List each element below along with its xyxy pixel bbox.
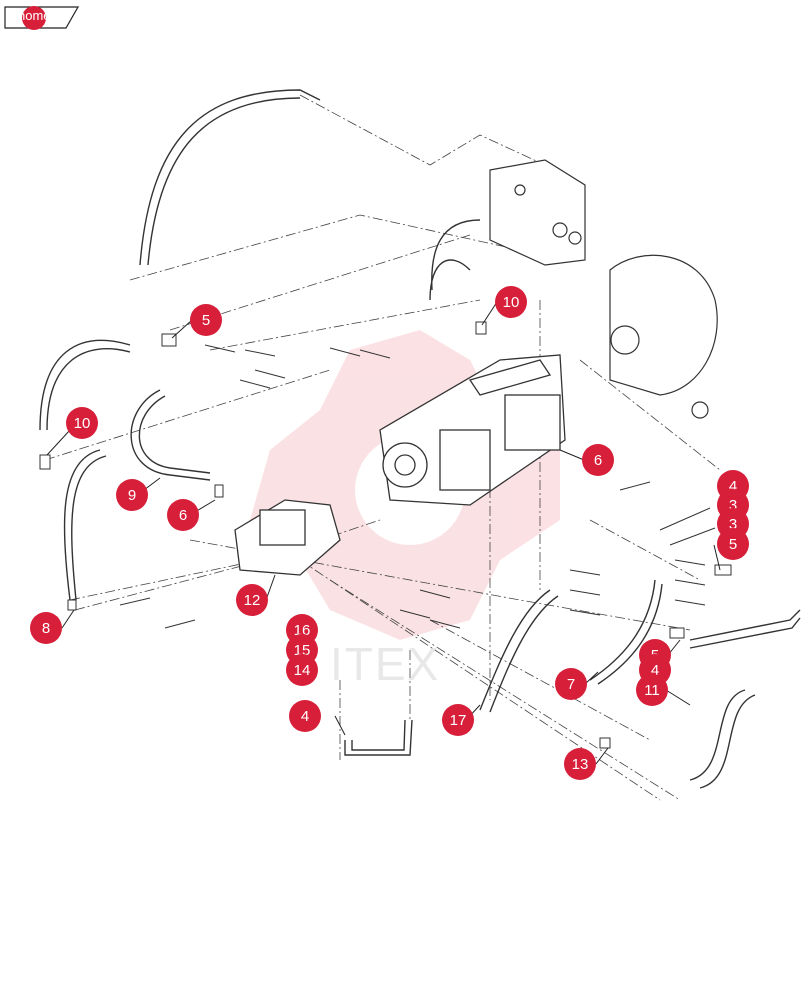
callout-number: 11 (644, 682, 660, 699)
callout-number: 4 (729, 478, 737, 495)
callout-group: 5101096681216151441771354114335 (30, 286, 749, 780)
callout-number: 5 (729, 536, 737, 553)
callout-circle[interactable] (564, 748, 596, 780)
callout-13[interactable]: 13 (564, 748, 596, 780)
callout-circle[interactable] (717, 528, 749, 560)
callout-number: 9 (128, 487, 136, 504)
callout-circle[interactable] (116, 479, 148, 511)
callout-11[interactable]: 11 (636, 674, 668, 706)
callout-number: 3 (729, 497, 737, 514)
callout-8[interactable]: 8 (30, 612, 62, 644)
valve-block (489, 159, 586, 266)
callout-number: 7 (567, 676, 575, 693)
callout-circle[interactable] (236, 584, 268, 616)
callout-10[interactable]: 10 (495, 286, 527, 318)
callout-circle[interactable] (582, 444, 614, 476)
callout-5[interactable]: 5 (717, 528, 749, 560)
callout-14[interactable]: 14 (286, 654, 318, 686)
callout-10[interactable]: 10 (66, 407, 98, 439)
callout-number: 14 (294, 662, 311, 679)
callout-5[interactable]: 5 (190, 304, 222, 336)
callout-9[interactable]: 9 (116, 479, 148, 511)
callout-number: 3 (729, 516, 737, 533)
callout-number: 13 (572, 756, 589, 773)
callout-number: 12 (244, 592, 261, 609)
bolts (39, 321, 732, 749)
callout-6[interactable]: 6 (167, 499, 199, 531)
watermark-text: ITEX (330, 638, 440, 690)
callout-4[interactable]: 4 (289, 700, 321, 732)
callout-number: 6 (594, 452, 602, 469)
callout-number: 5 (202, 312, 210, 329)
callout-circle[interactable] (636, 674, 668, 706)
callout-circle[interactable] (289, 700, 321, 732)
flywheel-housing (609, 254, 718, 419)
callout-number: 10 (503, 294, 520, 311)
callout-12[interactable]: 12 (236, 584, 268, 616)
callout-number: 10 (74, 415, 91, 432)
aux-pump (234, 499, 341, 576)
callout-circle[interactable] (495, 286, 527, 318)
callout-7[interactable]: 7 (555, 668, 587, 700)
callout-circle[interactable] (442, 704, 474, 736)
callout-number: 6 (179, 507, 187, 524)
callout-circle[interactable] (286, 654, 318, 686)
callout-circle[interactable] (555, 668, 587, 700)
callout-6[interactable]: 6 (582, 444, 614, 476)
hose-lines (39, 89, 801, 789)
callout-number: 17 (450, 712, 467, 729)
callout-number: 4 (301, 708, 309, 725)
home-label: home (18, 8, 51, 23)
callout-circle[interactable] (66, 407, 98, 439)
callout-circle[interactable] (167, 499, 199, 531)
home-button[interactable]: home (4, 4, 80, 30)
callout-number: 8 (42, 620, 50, 637)
callout-circle[interactable] (190, 304, 222, 336)
callout-17[interactable]: 17 (442, 704, 474, 736)
pump-assembly (379, 354, 566, 506)
callout-number: 4 (651, 662, 659, 679)
callout-circle[interactable] (30, 612, 62, 644)
callout-leaders (46, 301, 721, 765)
